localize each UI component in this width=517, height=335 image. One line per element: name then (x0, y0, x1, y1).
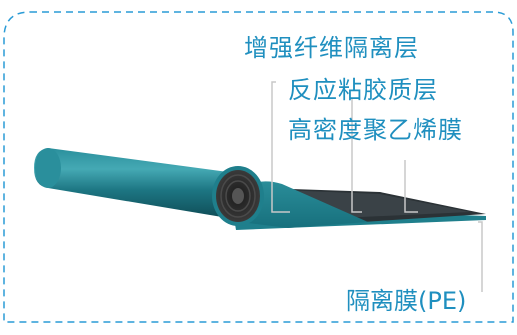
label-reactive-adhesive-layer: 反应粘胶质层 (288, 76, 438, 104)
label-reinforced-fiber-layer: 增强纤维隔离层 (244, 34, 419, 62)
label-release-film-pe: 隔离膜(PE) (346, 287, 467, 315)
leader-lines (271, 81, 483, 292)
membrane-roll (34, 148, 228, 218)
leader-line-pe (478, 221, 483, 292)
dashed-border (3, 11, 514, 323)
leader-line-fiber (271, 81, 290, 213)
leader-line-adhesive (351, 98, 362, 213)
label-hdpe-film: 高密度聚乙烯膜 (288, 116, 463, 144)
roll-end-cap (212, 166, 264, 226)
leader-line-hdpe (404, 160, 418, 213)
